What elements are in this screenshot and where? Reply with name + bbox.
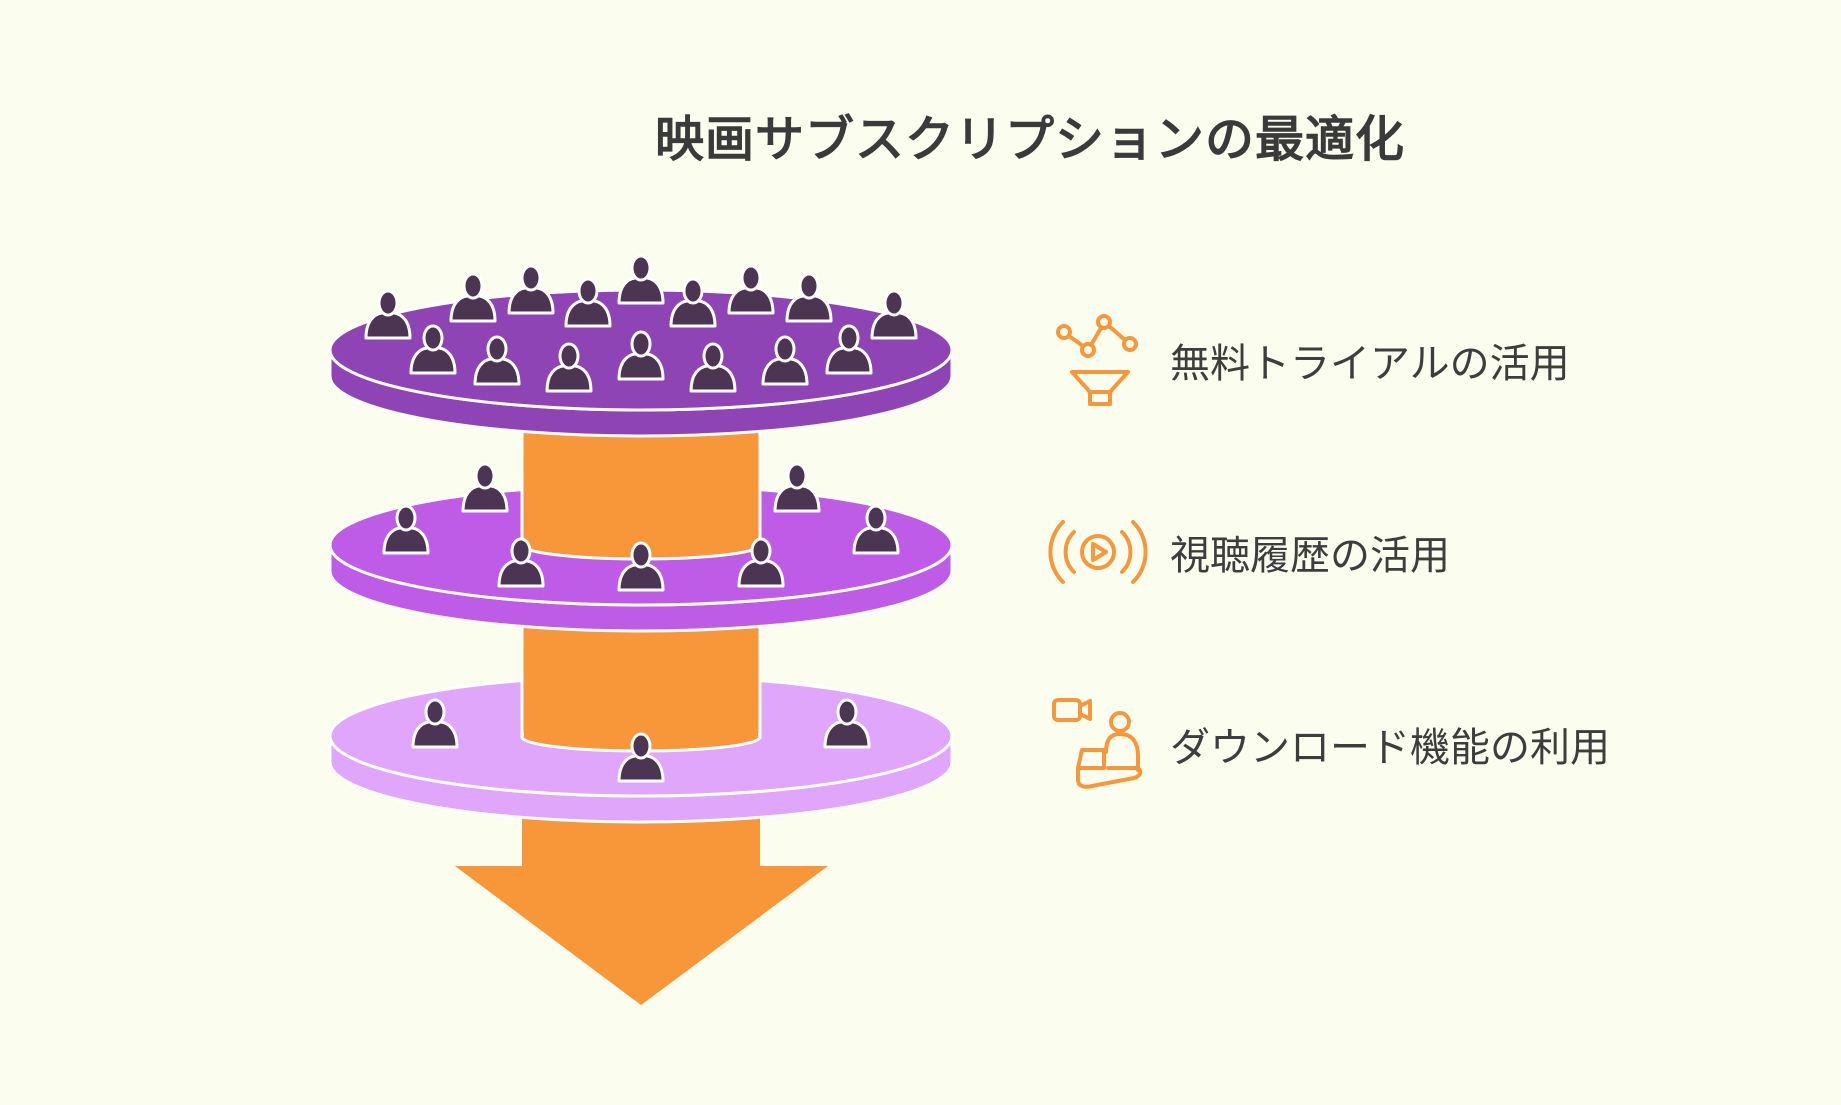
item-label-free-trial: 無料トライアルの活用	[1170, 341, 1570, 387]
funnel-network-icon	[1056, 314, 1138, 406]
person-laptop-video-icon	[1052, 698, 1143, 789]
item-download: ダウンロード機能の利用	[1048, 694, 1610, 794]
item-watch-history: 視聴履歴の活用	[1048, 502, 1450, 602]
arrow-shaft-lower	[520, 613, 762, 739]
person-icon	[617, 254, 665, 305]
page-title: 映画サブスクリプションの最適化	[654, 111, 1405, 168]
person-icon	[461, 462, 509, 513]
item-label-watch-history: 視聴履歴の活用	[1170, 533, 1450, 579]
arrow-shaft-upper	[520, 418, 762, 547]
item-label-download: ダウンロード機能の利用	[1170, 725, 1610, 771]
person-icon	[773, 462, 821, 513]
arrow-head	[455, 866, 828, 1005]
play-broadcast-icon	[1048, 520, 1148, 584]
person-icon	[507, 264, 555, 315]
person-icon	[727, 264, 775, 315]
item-free-trial: 無料トライアルの活用	[1048, 310, 1570, 410]
